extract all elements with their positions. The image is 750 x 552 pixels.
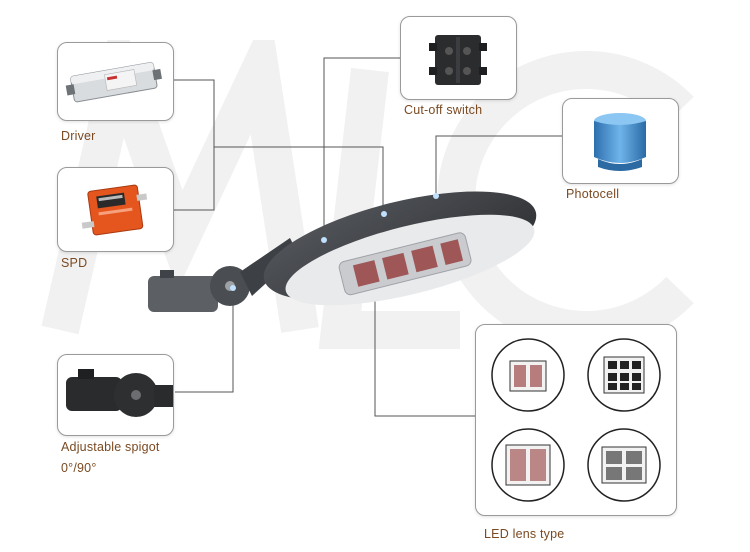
spd-card — [57, 167, 174, 252]
spigot-label: Adjustable spigot — [61, 440, 160, 454]
photocell-label: Photocell — [566, 187, 620, 201]
driver-card — [57, 42, 174, 121]
led-lens-label: LED lens type — [484, 527, 565, 541]
photocell-icon — [594, 113, 646, 171]
spd-label: SPD — [61, 256, 88, 270]
photocell-card — [562, 98, 679, 184]
led-lens-card — [475, 324, 677, 516]
spigot-angle-label: 0°/90° — [61, 461, 97, 475]
led-lens-grid — [491, 338, 661, 502]
cutoff-switch-label: Cut-off switch — [404, 103, 483, 117]
driver-module-icon — [65, 62, 162, 103]
spigot-bracket-icon — [66, 369, 173, 417]
street-light-icon — [148, 191, 537, 312]
cutoff-switch-card — [400, 16, 517, 100]
cutoff-switch-icon — [429, 35, 487, 85]
surge-protector-icon — [81, 184, 148, 236]
spigot-card — [57, 354, 174, 436]
driver-label: Driver — [61, 129, 96, 143]
